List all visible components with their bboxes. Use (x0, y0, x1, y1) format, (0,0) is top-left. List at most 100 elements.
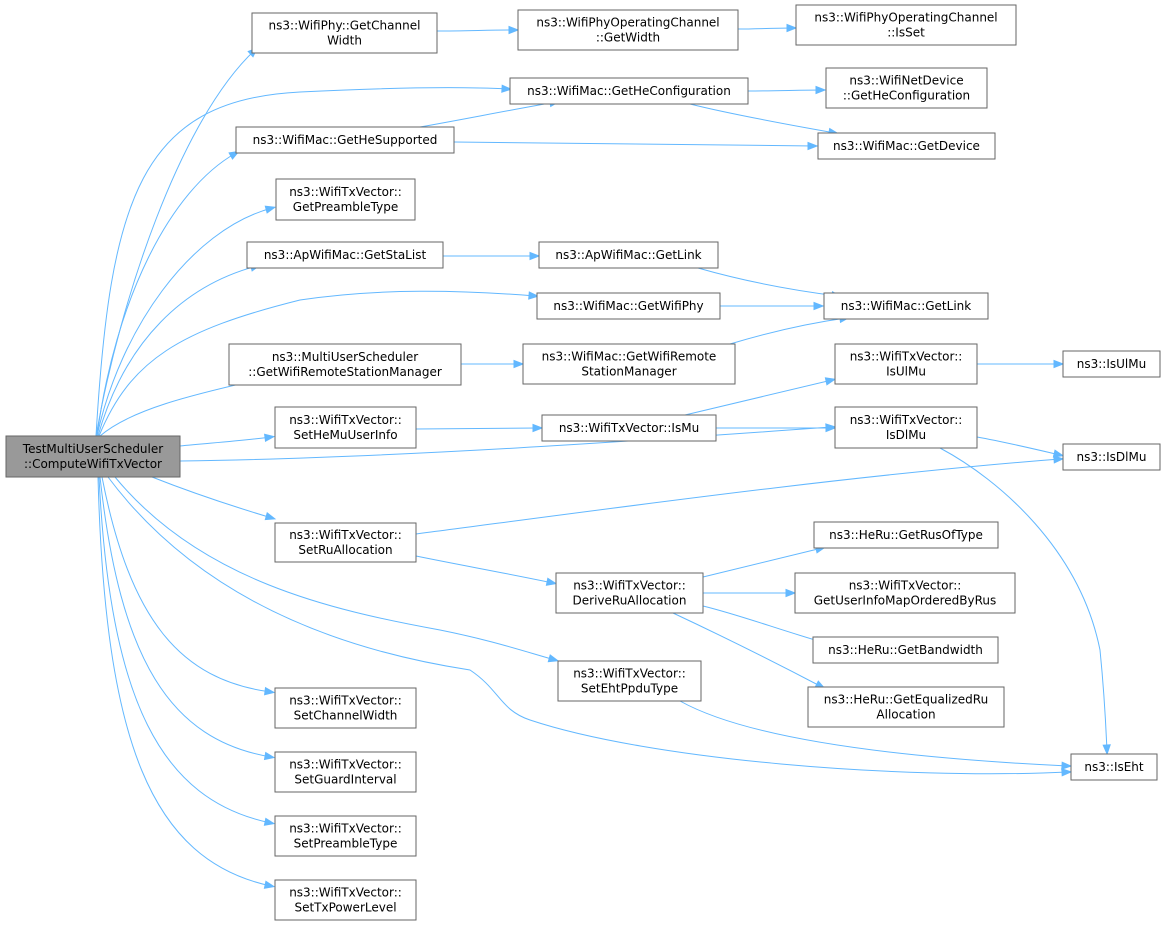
node-n13[interactable]: ns3::IsEht (1070, 753, 1158, 781)
node-label: SetPreambleType (294, 837, 398, 851)
edge-n18-n19 (737, 23, 798, 33)
node-box (834, 343, 978, 385)
node-label: ns3::WifiTxVector:: (289, 822, 402, 836)
edge-arrowhead (508, 25, 520, 35)
node-n29[interactable]: ns3::HeRu::GetRusOfType (813, 521, 999, 549)
edge-arrowhead (263, 817, 276, 826)
node-n7[interactable]: ns3::MultiUserScheduler::GetWifiRemoteSt… (228, 343, 462, 386)
node-n0[interactable]: TestMultiUserScheduler::ComputeWifiTxVec… (5, 435, 181, 478)
node-label: ns3::HeRu::GetRusOfType (829, 528, 983, 542)
node-label: ns3::HeRu::GetBandwidth (828, 643, 983, 657)
node-n23[interactable]: ns3::WifiMac::GetLink (823, 292, 989, 320)
node-box (555, 572, 704, 614)
node-n6[interactable]: ns3::WifiMac::GetWifiPhy (536, 292, 721, 320)
edge-line (689, 103, 836, 134)
edge-line (672, 612, 823, 688)
node-label: ns3::ApWifiMac::GetStaList (264, 248, 427, 262)
edge-line (96, 207, 273, 437)
node-n16[interactable]: ns3::WifiTxVector::SetPreambleType (274, 815, 417, 857)
node-n14[interactable]: ns3::WifiTxVector::SetChannelWidth (274, 687, 417, 729)
edge-arrowhead (547, 654, 560, 663)
node-n11[interactable]: ns3::WifiTxVector::SetRuAllocation (274, 522, 417, 563)
node-label: SetRuAllocation (298, 543, 392, 557)
node-n2[interactable]: ns3::WifiMac::GetHeConfiguration (509, 77, 749, 105)
node-label: ns3::IsDlMu (1077, 450, 1147, 464)
edge-n3-n21 (453, 141, 819, 151)
edge-line (99, 377, 267, 437)
node-label: ns3::WifiTxVector:: (850, 413, 963, 427)
node-n10[interactable]: ns3::IsDlMu (1062, 443, 1161, 471)
node-label: ns3::WifiPhyOperatingChannel (814, 11, 997, 25)
edge-arrowhead (825, 423, 837, 433)
edge-line (98, 476, 272, 824)
edge-n11-n10 (415, 455, 1065, 535)
node-label: ns3::WifiTxVector:: (289, 758, 402, 772)
node-n22[interactable]: ns3::ApWifiMac::GetLink (538, 241, 719, 269)
node-box (812, 636, 999, 664)
node-n3[interactable]: ns3::WifiMac::GetHeSupported (235, 126, 455, 154)
edge-line (729, 317, 847, 345)
node-n19[interactable]: ns3::WifiPhyOperatingChannel::IsSet (795, 4, 1017, 46)
edge-line (98, 290, 536, 437)
node-box (834, 406, 978, 449)
node-n9[interactable]: ns3::WifiTxVector::IsDlMu (834, 406, 978, 449)
node-box (517, 9, 739, 51)
edge-arrowhead (501, 84, 513, 93)
edge-arrowhead (529, 251, 541, 261)
edge-n2-n21 (689, 103, 840, 137)
node-n5[interactable]: ns3::ApWifiMac::GetStaList (246, 241, 444, 269)
edge-n0-n12 (114, 476, 560, 663)
node-label: ns3::WifiTxVector::IsMu (559, 421, 699, 435)
node-n31[interactable]: ns3::HeRu::GetBandwidth (812, 636, 999, 664)
edge-n0-n8 (179, 433, 276, 447)
node-n4[interactable]: ns3::WifiTxVector::GetPreambleType (275, 178, 416, 221)
node-label: Width (327, 34, 362, 48)
edge-arrowhead (1061, 761, 1073, 770)
node-n25[interactable]: ns3::WifiTxVector::IsMu (541, 414, 717, 442)
node-box (235, 126, 455, 154)
node-n21[interactable]: ns3::WifiMac::GetDevice (817, 132, 996, 160)
node-n18[interactable]: ns3::WifiPhyOperatingChannel::GetWidth (517, 9, 739, 51)
node-label: ns3::IsEht (1084, 760, 1144, 774)
node-box (1070, 753, 1158, 781)
node-n8[interactable]: ns3::WifiTxVector::SetHeMuUserInfo (274, 406, 417, 449)
edge-arrowhead (528, 291, 540, 300)
edge-n5-n22 (442, 251, 541, 261)
node-box (541, 414, 717, 442)
node-label: ns3::WifiTxVector:: (289, 185, 402, 199)
node-n24[interactable]: ns3::WifiMac::GetWifiRemoteStationManage… (522, 343, 736, 385)
edge-n25-n9 (716, 423, 837, 433)
edge-n0-n11 (151, 476, 277, 521)
node-label: DeriveRuAllocation (573, 594, 687, 608)
node-box (275, 178, 416, 221)
node-box (274, 687, 417, 729)
edge-n6-n23 (720, 301, 825, 311)
edge-arrowhead (813, 301, 825, 311)
node-n15[interactable]: ns3::WifiTxVector::SetGuardInterval (274, 751, 417, 793)
edge-line (107, 476, 1069, 775)
node-n30[interactable]: ns3::WifiTxVector::GetUserInfoMapOrdered… (794, 572, 1016, 614)
edge-n0-n15 (99, 476, 276, 761)
node-box (509, 77, 749, 105)
node-label: IsDlMu (886, 428, 926, 442)
node-label: IsUlMu (886, 365, 926, 379)
edge-arrowhead (786, 23, 798, 33)
node-label: SetGuardInterval (294, 773, 396, 787)
node-n12[interactable]: ns3::WifiTxVector::SetEhtPpduType (557, 660, 702, 702)
node-n28[interactable]: ns3::WifiTxVector::DeriveRuAllocation (555, 572, 704, 614)
edge-arrowhead (1102, 744, 1111, 756)
node-n27[interactable]: ns3::IsUlMu (1062, 350, 1161, 378)
node-label: ns3::WifiMac::GetWifiPhy (553, 299, 703, 313)
node-n20[interactable]: ns3::WifiNetDevice::GetHeConfiguration (825, 67, 988, 109)
edge-n0-n17 (97, 476, 276, 889)
edge-n0-n14 (101, 476, 276, 696)
node-box (795, 4, 1017, 46)
edge-arrowhead (264, 433, 276, 442)
node-label: ns3::WifiMac::GetWifiRemote (542, 350, 717, 364)
node-n26[interactable]: ns3::WifiTxVector::IsUlMu (834, 343, 978, 385)
edge-line (95, 87, 509, 437)
edge-arrowhead (264, 686, 276, 696)
node-n17[interactable]: ns3::WifiTxVector::SetTxPowerLevel (274, 879, 417, 921)
